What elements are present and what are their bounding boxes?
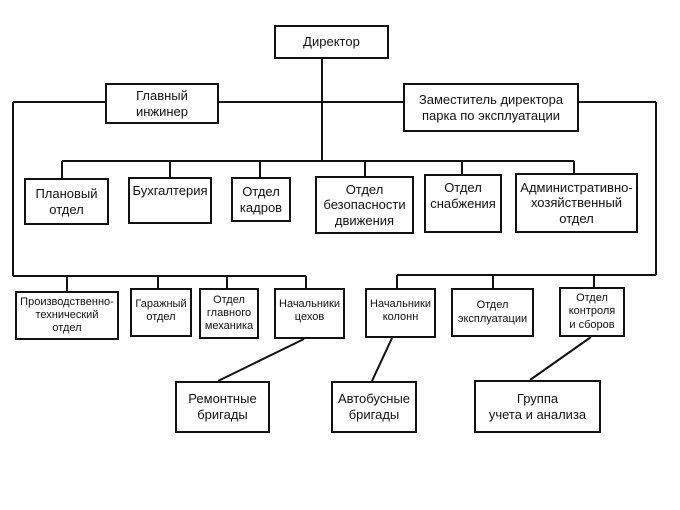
node-planning-dept[interactable]: Плановый отдел	[24, 178, 109, 225]
node-planning-dept-label: Плановый отдел	[35, 185, 98, 217]
node-traffic-safety-dept-label: Отдел безопасности движения	[323, 181, 406, 228]
node-operations-dept-label: Отдел эксплуатации	[457, 299, 528, 325]
node-director-label: Директор	[303, 34, 360, 50]
node-chief-engineer[interactable]: Главный инжинер	[105, 83, 219, 124]
node-traffic-safety-dept[interactable]: Отдел безопасности движения	[315, 176, 414, 234]
node-garage-dept[interactable]: Гаражный отдел	[130, 288, 192, 337]
node-deputy-director[interactable]: Заместитель директора парка по эксплуата…	[403, 83, 579, 132]
node-bus-teams-label: Автобусные бригады	[337, 391, 411, 422]
node-director[interactable]: Директор	[274, 25, 389, 59]
node-chief-mechanic-dept-label: Отдел главного механика	[204, 293, 254, 333]
node-accounting-label: Бухгалтерия	[132, 183, 208, 198]
node-control-collection-dept-label: Отдел контроля и сборов	[568, 292, 616, 331]
node-repair-teams[interactable]: Ремонтные бригады	[175, 381, 270, 433]
node-garage-dept-label: Гаражный отдел	[135, 298, 187, 324]
node-workshop-heads-label: Начальники цехов	[279, 298, 340, 324]
node-admin-dept[interactable]: Административно- хозяйственный отдел	[515, 173, 638, 233]
node-chief-engineer-label: Главный инжинер	[135, 87, 189, 119]
node-accounting-analysis-group[interactable]: Группа учета и анализа	[474, 380, 601, 433]
edge-control-to-group	[529, 336, 592, 381]
node-column-heads-label: Начальники колонн	[370, 298, 431, 324]
edge-columns-to-bus	[371, 337, 393, 382]
node-column-heads[interactable]: Начальники колонн	[365, 288, 436, 338]
node-accounting[interactable]: Бухгалтерия	[128, 177, 212, 224]
node-repair-teams-label: Ремонтные бригады	[188, 391, 257, 422]
node-accounting-analysis-group-label: Группа учета и анализа	[488, 390, 587, 422]
node-supply-dept-label: Отдел снабжения	[430, 180, 496, 211]
node-deputy-director-label: Заместитель директора парка по эксплуата…	[418, 91, 564, 123]
node-production-tech-dept[interactable]: Производственно- технический отдел	[15, 291, 119, 340]
node-production-tech-dept-label: Производственно- технический отдел	[20, 295, 114, 335]
edge-workshop-to-repair	[217, 338, 305, 382]
node-bus-teams[interactable]: Автобусные бригады	[331, 381, 417, 433]
node-hr-dept-label: Отдел кадров	[239, 183, 283, 215]
node-control-collection-dept[interactable]: Отдел контроля и сборов	[559, 287, 625, 337]
node-hr-dept[interactable]: Отдел кадров	[231, 177, 291, 222]
node-workshop-heads[interactable]: Начальники цехов	[274, 288, 345, 339]
node-supply-dept[interactable]: Отдел снабжения	[424, 174, 502, 233]
node-operations-dept[interactable]: Отдел эксплуатации	[451, 288, 534, 337]
node-chief-mechanic-dept[interactable]: Отдел главного механика	[199, 288, 259, 339]
node-admin-dept-label: Административно- хозяйственный отдел	[520, 179, 633, 226]
